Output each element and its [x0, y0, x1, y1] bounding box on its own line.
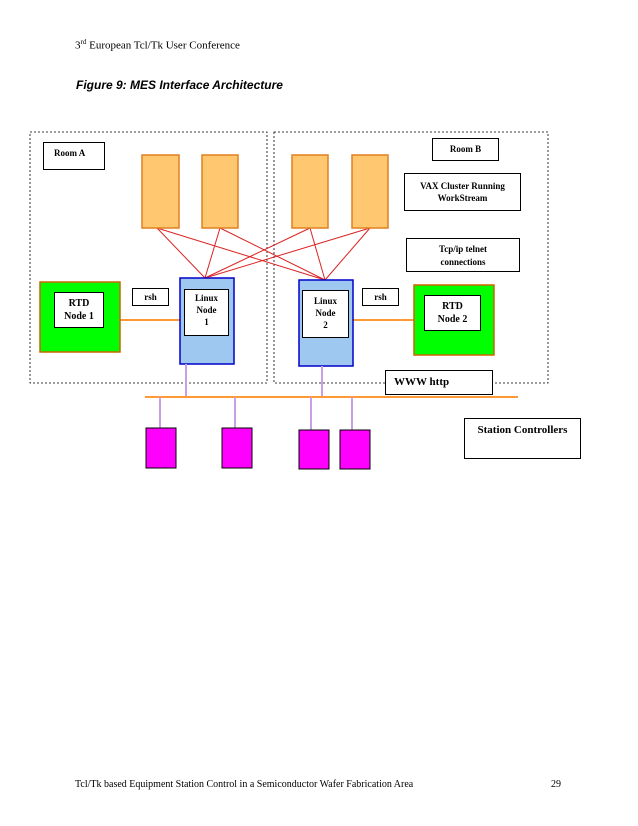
station-controller-1: [145, 427, 177, 469]
footer-text: Tcl/Tk based Equipment Station Control i…: [75, 779, 414, 790]
room-b-label: Room B: [432, 138, 499, 161]
room-a-text: Room A: [54, 148, 86, 158]
rsh-left-text: rsh: [144, 292, 157, 302]
tcpip-label: Tcp/ip telnet connections: [406, 238, 520, 272]
www-http-text: WWW http: [394, 376, 450, 388]
room-b-text: Room B: [449, 144, 482, 154]
header-number: 3: [75, 39, 81, 52]
linux-node-1-line1: Linux: [194, 293, 218, 303]
rsh-right-text: rsh: [374, 292, 387, 302]
rtd-node-1-line2: Node 1: [64, 311, 94, 322]
vax-node-3: [291, 154, 329, 229]
vax-node-4: [351, 154, 389, 229]
tcpip-links: [156, 227, 371, 281]
station-controller-3: [298, 429, 330, 470]
www-http-label: WWW http: [385, 370, 493, 395]
room-a-label: Room A: [43, 142, 105, 170]
rtd-node-2-line2: Node 2: [437, 314, 468, 325]
rtd-node-2-label: RTD Node 2: [424, 295, 481, 331]
header-superscript: rd: [80, 38, 87, 46]
header-text: European Tcl/Tk User Conference: [86, 39, 240, 52]
vax-node-2: [201, 154, 239, 229]
vax-cluster-text: VAX Cluster Running WorkStream: [420, 181, 505, 203]
rsh-left-label: rsh: [132, 288, 169, 306]
rtd-node-2-line1: RTD: [442, 301, 463, 312]
linux-node-2-line3: 2: [323, 320, 328, 330]
station-controller-4: [339, 429, 371, 470]
station-controllers-text: Station Controllers: [477, 424, 568, 436]
linux-node-2-line2: Node: [315, 308, 336, 318]
linux-node-2-label: Linux Node 2: [302, 290, 349, 338]
linux-node-1-line3: 1: [204, 317, 209, 327]
page-header: 3rd European Tcl/Tk User Conference: [75, 38, 240, 52]
vax-cluster-label: VAX Cluster Running WorkStream: [404, 173, 521, 211]
rtd-node-1-line1: RTD: [68, 298, 90, 309]
figure-title: Figure 9: MES Interface Architecture: [76, 78, 283, 92]
station-controller-2: [221, 427, 253, 469]
vax-node-1: [141, 154, 180, 229]
rtd-node-1-label: RTD Node 1: [54, 292, 104, 328]
rsh-right-label: rsh: [362, 288, 399, 306]
linux-node-2-line1: Linux: [313, 296, 337, 306]
linux-node-1-label: Linux Node 1: [184, 289, 229, 336]
page-number: 29: [551, 779, 561, 790]
tcpip-text: Tcp/ip telnet connections: [439, 244, 487, 267]
linux-node-1-line2: Node: [196, 305, 217, 315]
station-drops: [159, 397, 353, 430]
station-controllers-label: Station Controllers: [464, 418, 581, 459]
